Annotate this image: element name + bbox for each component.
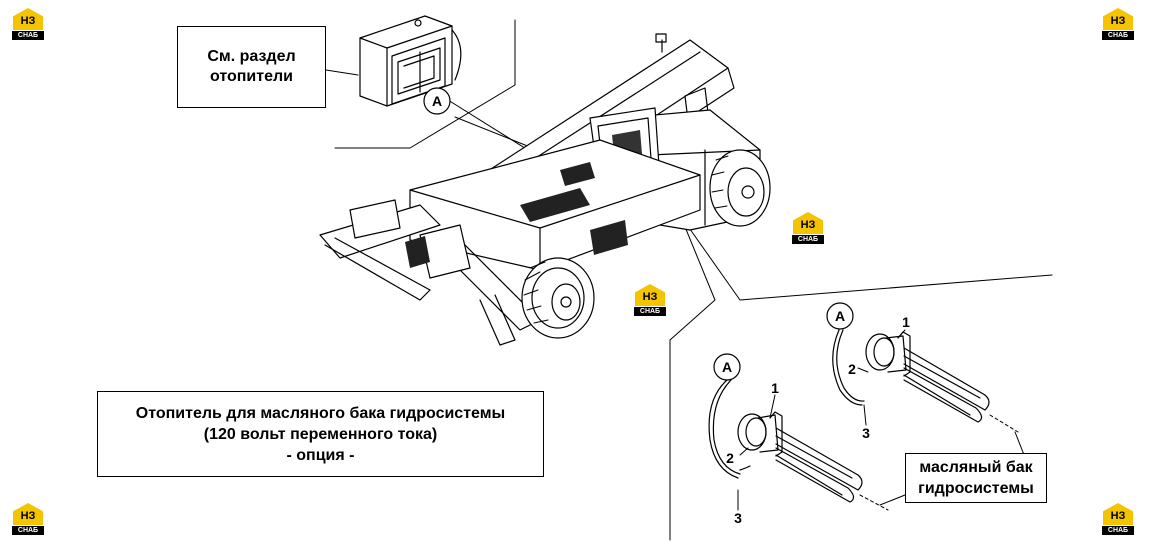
- watermark-caption: СНАБ: [12, 526, 44, 535]
- part-1-label-right: 1: [902, 314, 910, 330]
- watermark-mark: НЗ: [1110, 510, 1126, 522]
- heater-title-line-2: (120 вольт переменного тока): [203, 425, 438, 443]
- watermark-house-icon: [793, 212, 823, 234]
- heater-control-box: [359, 15, 462, 107]
- detail-a-label-left: A: [722, 359, 732, 375]
- part-2-label-left: 2: [726, 450, 734, 466]
- watermark-mark: НЗ: [1110, 15, 1126, 27]
- watermark-mark: НЗ: [642, 291, 658, 303]
- heater-title-line-1: Отопитель для масляного бака гидросистем…: [135, 404, 506, 422]
- see-section-callout: См. раздел отопители: [177, 26, 326, 108]
- watermark-logo-top-left: НЗ СНАБ: [10, 8, 46, 42]
- heater-element-left: [708, 353, 889, 511]
- watermark-caption: СНАБ: [1102, 31, 1134, 40]
- part-leaders: [737, 329, 906, 511]
- watermark-caption: СНАБ: [12, 31, 44, 40]
- watermark-house-icon: [1103, 503, 1133, 525]
- watermark-house-icon: [635, 284, 665, 306]
- heater-title-callout: Отопитель для масляного бака гидросистем…: [97, 391, 544, 477]
- part-1-label-left: 1: [771, 380, 779, 396]
- oil-tank-line-2: гидросистемы: [918, 480, 1034, 497]
- watermark-caption: СНАБ: [792, 235, 824, 244]
- leader-lines: [325, 19, 1053, 541]
- watermark-caption: СНАБ: [634, 307, 666, 316]
- watermark-logo-top-right: НЗ СНАБ: [1100, 8, 1136, 42]
- watermark-mark: НЗ: [800, 219, 816, 231]
- watermark-caption: СНАБ: [1102, 526, 1134, 535]
- watermark-logo-bottom-right: НЗ СНАБ: [1100, 503, 1136, 537]
- see-section-line-2: отопители: [209, 68, 293, 85]
- watermark-logo-center: НЗ СНАБ: [632, 284, 668, 318]
- see-section-line-1: См. раздел: [207, 48, 296, 65]
- oil-tank-callout: масляный бак гидросистемы: [905, 453, 1047, 503]
- watermark-logo-bottom-left: НЗ СНАБ: [10, 503, 46, 537]
- heater-element-right: [826, 302, 1019, 433]
- detail-a-label-top: A: [432, 93, 442, 109]
- oil-tank-line-1: масляный бак: [919, 459, 1033, 476]
- watermark-house-icon: [13, 8, 43, 30]
- heater-title-line-3: - опция -: [286, 446, 355, 464]
- watermark-mark: НЗ: [20, 510, 36, 522]
- watermark-house-icon: [1103, 8, 1133, 30]
- detail-a-marker-top: [423, 87, 451, 115]
- watermark-logo-center-right: НЗ СНАБ: [790, 212, 826, 246]
- part-3-label-left: 3: [734, 510, 742, 526]
- marker-labels: A A A 1 2 3 1 2 3: [432, 93, 910, 526]
- reach-stacker-machine: [319, 33, 771, 346]
- watermark-house-icon: [13, 503, 43, 525]
- part-2-label-right: 2: [848, 361, 856, 377]
- watermark-mark: НЗ: [20, 15, 36, 27]
- part-3-label-right: 3: [862, 425, 870, 441]
- detail-a-label-right: A: [835, 308, 845, 324]
